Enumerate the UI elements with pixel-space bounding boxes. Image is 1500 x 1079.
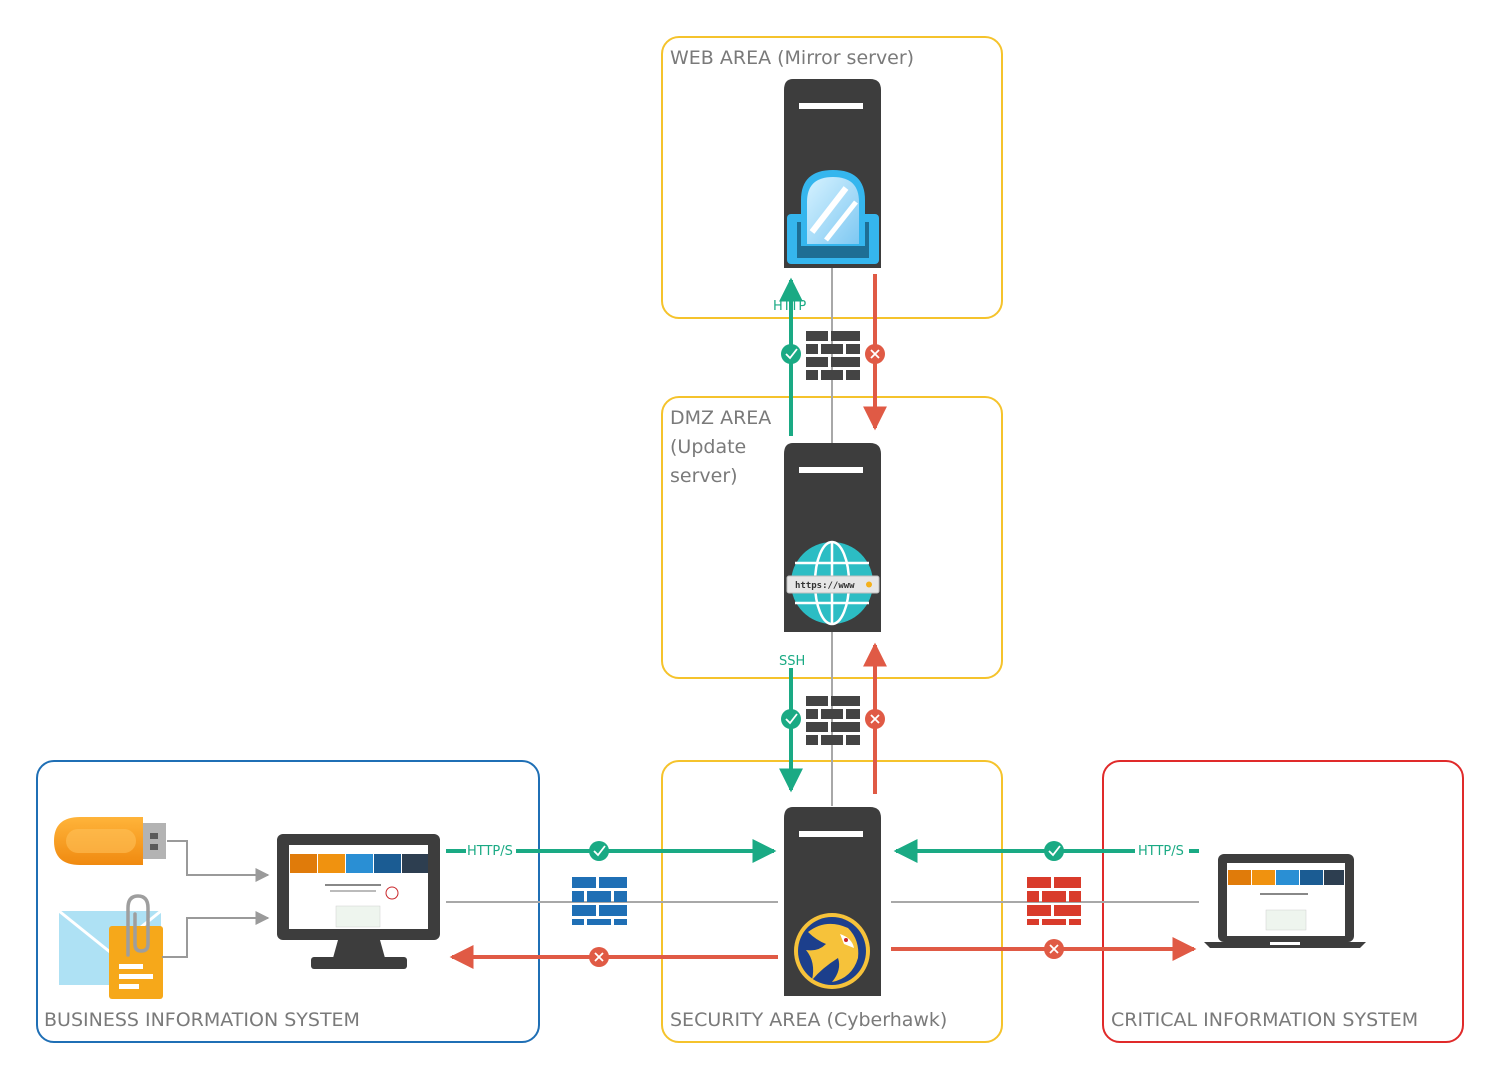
dmz-area-label-line-1: DMZ AREA <box>670 407 772 429</box>
cross-icon <box>589 947 609 967</box>
check-icon <box>781 344 801 364</box>
laptop-icon <box>1204 854 1366 948</box>
protocol-label-critical-https: HTTP/S <box>1138 844 1184 859</box>
firewall-icon-critical <box>1027 877 1081 925</box>
desktop-monitor-icon <box>277 834 440 969</box>
usb-drive-icon <box>54 817 166 865</box>
protocol-label-http: HTTP <box>773 299 806 314</box>
link-usb-to-desktop <box>167 840 270 882</box>
firewall-icon-business <box>572 877 627 925</box>
business-area-label: BUSINESS INFORMATION SYSTEM <box>44 1009 360 1031</box>
cross-icon <box>865 344 885 364</box>
security-area-label: SECURITY AREA (Cyberhawk) <box>670 1009 948 1031</box>
web-area-label: WEB AREA (Mirror server) <box>670 47 915 69</box>
firewall-icon-top <box>806 331 860 380</box>
globe-icon: https://www <box>786 540 880 626</box>
dmz-area-label-line-2: (Update <box>670 436 747 458</box>
dmz-area-label-line-3: server) <box>670 465 738 487</box>
cross-icon <box>865 709 885 729</box>
critical-area-label: CRITICAL INFORMATION SYSTEM <box>1111 1009 1419 1031</box>
email-attachment-icon <box>58 894 163 999</box>
firewall-icon-middle <box>806 696 860 745</box>
dmz-server-url: https://www <box>795 581 855 591</box>
check-icon <box>1044 841 1064 861</box>
protocol-label-business-https: HTTP/S <box>467 844 513 859</box>
protocol-label-ssh: SSH <box>779 654 805 669</box>
mirror-icon <box>787 170 879 264</box>
cross-icon <box>1044 939 1064 959</box>
link-email-to-desktop <box>162 911 270 958</box>
eagle-logo-icon <box>794 913 870 989</box>
check-icon <box>781 709 801 729</box>
check-icon <box>589 841 609 861</box>
